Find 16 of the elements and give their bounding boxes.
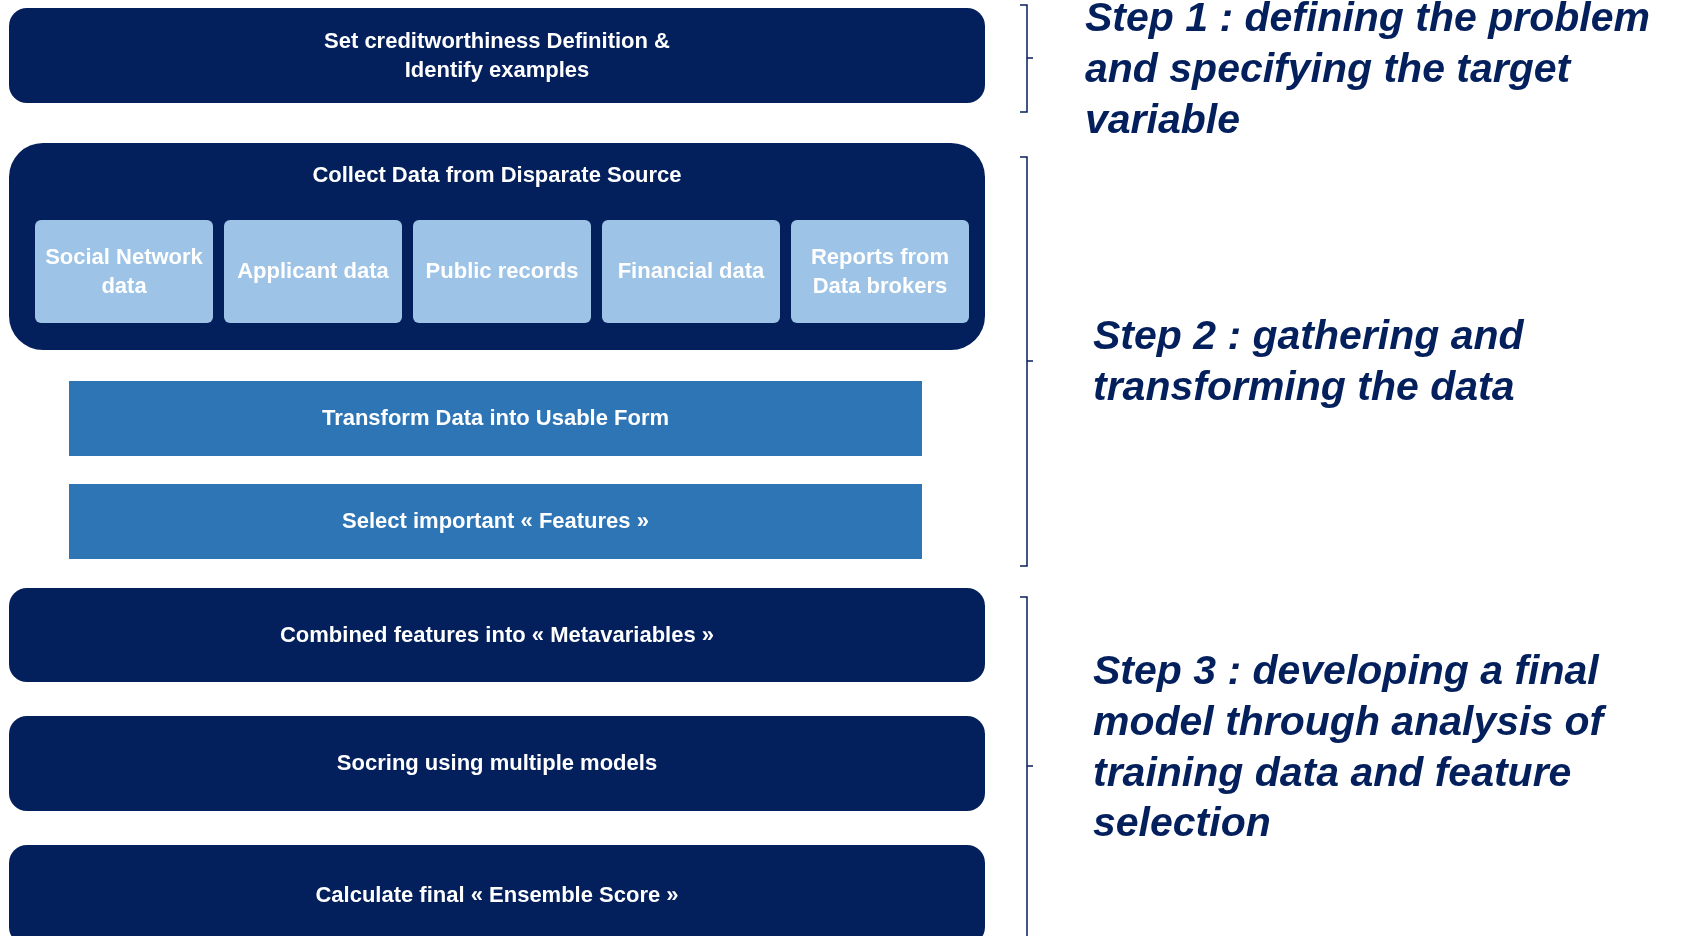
group-panel (9, 143, 985, 350)
process-box: Socring using multiple models (9, 716, 985, 811)
source-box: Reports from Data brokers (791, 220, 969, 323)
step-caption: Step 2 : gathering and transforming the data (1093, 311, 1525, 411)
process-box: Set creditworthiness Definition & Identify examples (9, 8, 985, 103)
process-bar: Select important « Features » (69, 484, 922, 559)
source-box: Public records (413, 220, 591, 323)
group-title: Collect Data from Disparate Source (312, 161, 682, 189)
step-caption: Step 3 : developing a final model through analysis of training data and feature selection (1093, 645, 1653, 849)
source-box: Financial data (602, 220, 780, 323)
step-caption: Step 1 : defining the problem and specifying the target variable (1085, 0, 1651, 144)
source-box: Applicant data (224, 220, 402, 323)
process-bar: Transform Data into Usable Form (69, 381, 922, 456)
process-box: Combined features into « Metavariables » (9, 588, 985, 682)
process-box: Calculate final « Ensemble Score » (9, 845, 985, 936)
source-box: Social Network data (35, 220, 213, 323)
